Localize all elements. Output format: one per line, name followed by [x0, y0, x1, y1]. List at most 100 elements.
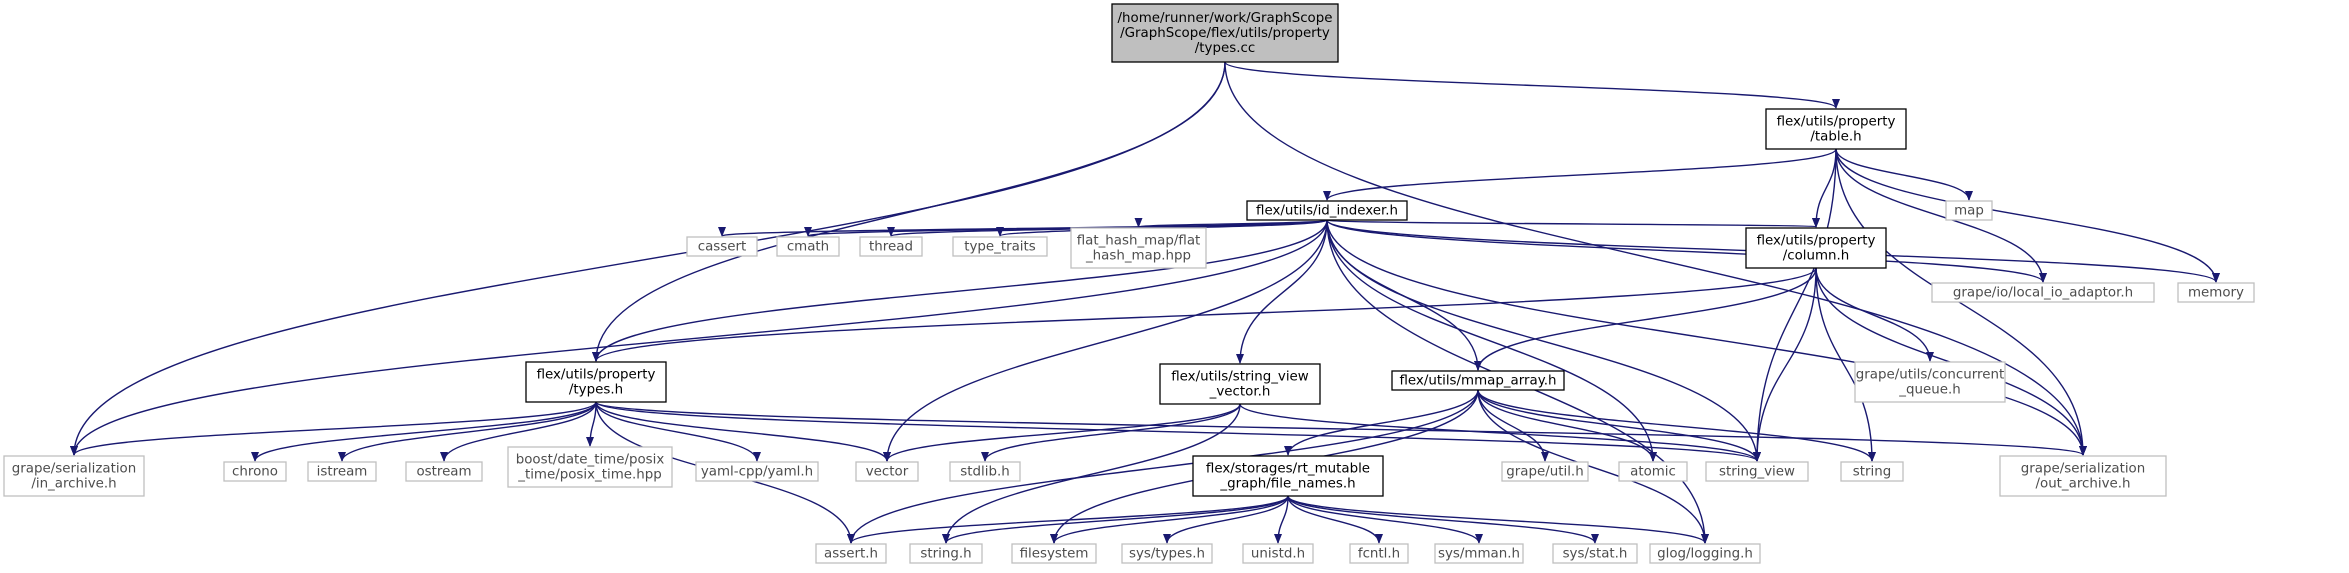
include-edge-id_indexer_h-to-flat_hash_map [1135, 217, 1328, 228]
node-label-line: grape/util.h [1506, 465, 1583, 480]
node-concurrent-queue: grape/utils/concurrent_queue.h [1854, 361, 2006, 403]
node-mmap-array-h[interactable]: flex/utils/mmap_array.h [1391, 370, 1565, 391]
node-label-line: /in_archive.h [31, 477, 116, 492]
include-edge-table_h-to-id_indexer_h [1323, 148, 1837, 201]
node-label-line: _hash_map.hpp [1085, 249, 1191, 264]
node-grape-util-h: grape/util.h [1501, 461, 1589, 482]
node-label-line: grape/serialization [2021, 462, 2145, 477]
node-label-line: type_traits [964, 240, 1036, 255]
include-edge-id_indexer_h-to-cmath [804, 219, 1328, 237]
node-label-line: glog/logging.h [1657, 547, 1753, 562]
include-edge-types_h-to-istream [338, 401, 597, 462]
node-chrono: chrono [223, 461, 287, 482]
node-label-line: filesystem [1020, 547, 1089, 562]
node-flat-hash-map: flat_hash_map/flat_hash_map.hpp [1070, 227, 1207, 269]
node-box [1765, 108, 1907, 150]
node-label-line: fcntl.h [1358, 547, 1400, 562]
node-filesystem: filesystem [1011, 543, 1097, 564]
node-fcntl-h: fcntl.h [1349, 543, 1409, 564]
node-label-line: grape/serialization [12, 462, 136, 477]
node-box [525, 361, 667, 403]
node-label-line: ostream [416, 465, 471, 480]
include-edge-mmap_array_h-to-string_view [1477, 389, 1761, 462]
include-edge-table_h-to-string_view [1753, 148, 1837, 462]
node-label-line: grape/utils/concurrent [1856, 368, 2004, 383]
include-edge-id_indexer_h-to-cassert [718, 219, 1328, 237]
node-box [909, 543, 983, 564]
include-edge-types_h-to-vector [595, 401, 891, 462]
include-edge-id_indexer_h-to-column_h [1326, 217, 1819, 228]
node-label-line: /out_archive.h [2035, 477, 2130, 492]
node-unistd-h: unistd.h [1242, 543, 1314, 564]
node-table-h[interactable]: flex/utils/property/table.h [1765, 108, 1907, 150]
node-box [1854, 361, 2006, 403]
node-atomic: atomic [1618, 461, 1688, 482]
include-edge-table_h-to-memory [1835, 148, 2220, 283]
include-edge-id_indexer_h-to-out_archive [1326, 219, 2087, 456]
node-sys-mman-h: sys/mman.h [1434, 543, 1524, 564]
node-box [1111, 3, 1339, 63]
node-label-line: flex/utils/mmap_array.h [1400, 374, 1557, 389]
node-label-line: cassert [698, 240, 747, 255]
node-box [1159, 363, 1321, 405]
node-map: map [1945, 200, 1993, 221]
node-sys-stat-h: sys/stat.h [1552, 543, 1638, 564]
include-edge-file_names_h-to-assert_h [847, 495, 1289, 544]
node-box [1501, 461, 1589, 482]
include-edge-table_h-to-column_h [1812, 148, 1837, 228]
include-edge-types_h-to-string_view [595, 401, 1761, 462]
node-box [1434, 543, 1524, 564]
include-edge-id_indexer_h-to-local_io_adaptor [1326, 219, 2047, 283]
edge-layer [70, 61, 2220, 544]
node-local-io-adaptor: grape/io/local_io_adaptor.h [1931, 282, 2155, 303]
node-cmath: cmath [776, 236, 840, 257]
node-box [776, 236, 840, 257]
node-label-line: /types.h [569, 383, 623, 398]
node-column-h[interactable]: flex/utils/property/column.h [1745, 227, 1887, 269]
include-edge-types_h-to-chrono [251, 401, 597, 462]
node-file-names-h[interactable]: flex/storages/rt_mutable_graph/file_name… [1192, 455, 1384, 497]
include-edge-id_indexer_h-to-string_view [1326, 219, 1761, 462]
node-label-line: flex/utils/property [1777, 115, 1896, 130]
node-memory: memory [2177, 282, 2255, 303]
node-label-line: string [1853, 465, 1891, 480]
include-edge-types_cc-to-table_h [1224, 61, 1840, 109]
node-box [1931, 282, 2155, 303]
node-label-line: flat_hash_map/flat [1077, 234, 1201, 249]
include-edge-string_view_vector_h-to-string_h [942, 403, 1241, 544]
include-edge-types_h-to-ostream [440, 401, 597, 462]
include-edge-table_h-to-local_io_adaptor [1835, 148, 2047, 283]
include-edge-types_cc-to-types_h [592, 61, 1226, 362]
node-types-cc[interactable]: /home/runner/work/GraphScope/GraphScope/… [1111, 3, 1339, 63]
node-box [1745, 227, 1887, 269]
node-box [1391, 370, 1565, 391]
node-label-line: map [1954, 204, 1984, 219]
include-edge-file_names_h-to-string_h [942, 495, 1289, 544]
node-label-line: istream [317, 465, 368, 480]
node-box [1246, 200, 1408, 221]
node-types-h[interactable]: flex/utils/property/types.h [525, 361, 667, 403]
node-box [1070, 227, 1207, 269]
node-box [1121, 543, 1213, 564]
include-edge-column_h-to-types_h [592, 267, 1817, 362]
node-label-line: /types.cc [1195, 41, 1255, 56]
include-edge-types_h-to-in_archive [70, 401, 597, 456]
node-label-line: flex/storages/rt_mutable [1206, 462, 1370, 477]
node-yaml: yaml-cpp/yaml.h [695, 461, 819, 482]
node-label-line: unistd.h [1251, 547, 1305, 562]
node-label-line: atomic [1630, 465, 1676, 480]
node-assert-h: assert.h [815, 543, 887, 564]
include-edge-file_names_h-to-fcntl_h [1287, 495, 1383, 544]
node-label-line: cmath [787, 240, 829, 255]
node-istream: istream [307, 461, 377, 482]
node-label-line: chrono [232, 465, 278, 480]
node-box [1705, 461, 1809, 482]
node-box [223, 461, 287, 482]
node-label-line: sys/types.h [1129, 547, 1205, 562]
node-box [307, 461, 377, 482]
node-in-archive: grape/serialization/in_archive.h [3, 455, 145, 497]
node-string-view-vector-h[interactable]: flex/utils/string_view_vector.h [1159, 363, 1321, 405]
include-edge-types_h-to-out_archive [595, 401, 2087, 456]
node-box [1840, 461, 1904, 482]
node-id-indexer-h[interactable]: flex/utils/id_indexer.h [1246, 200, 1408, 221]
